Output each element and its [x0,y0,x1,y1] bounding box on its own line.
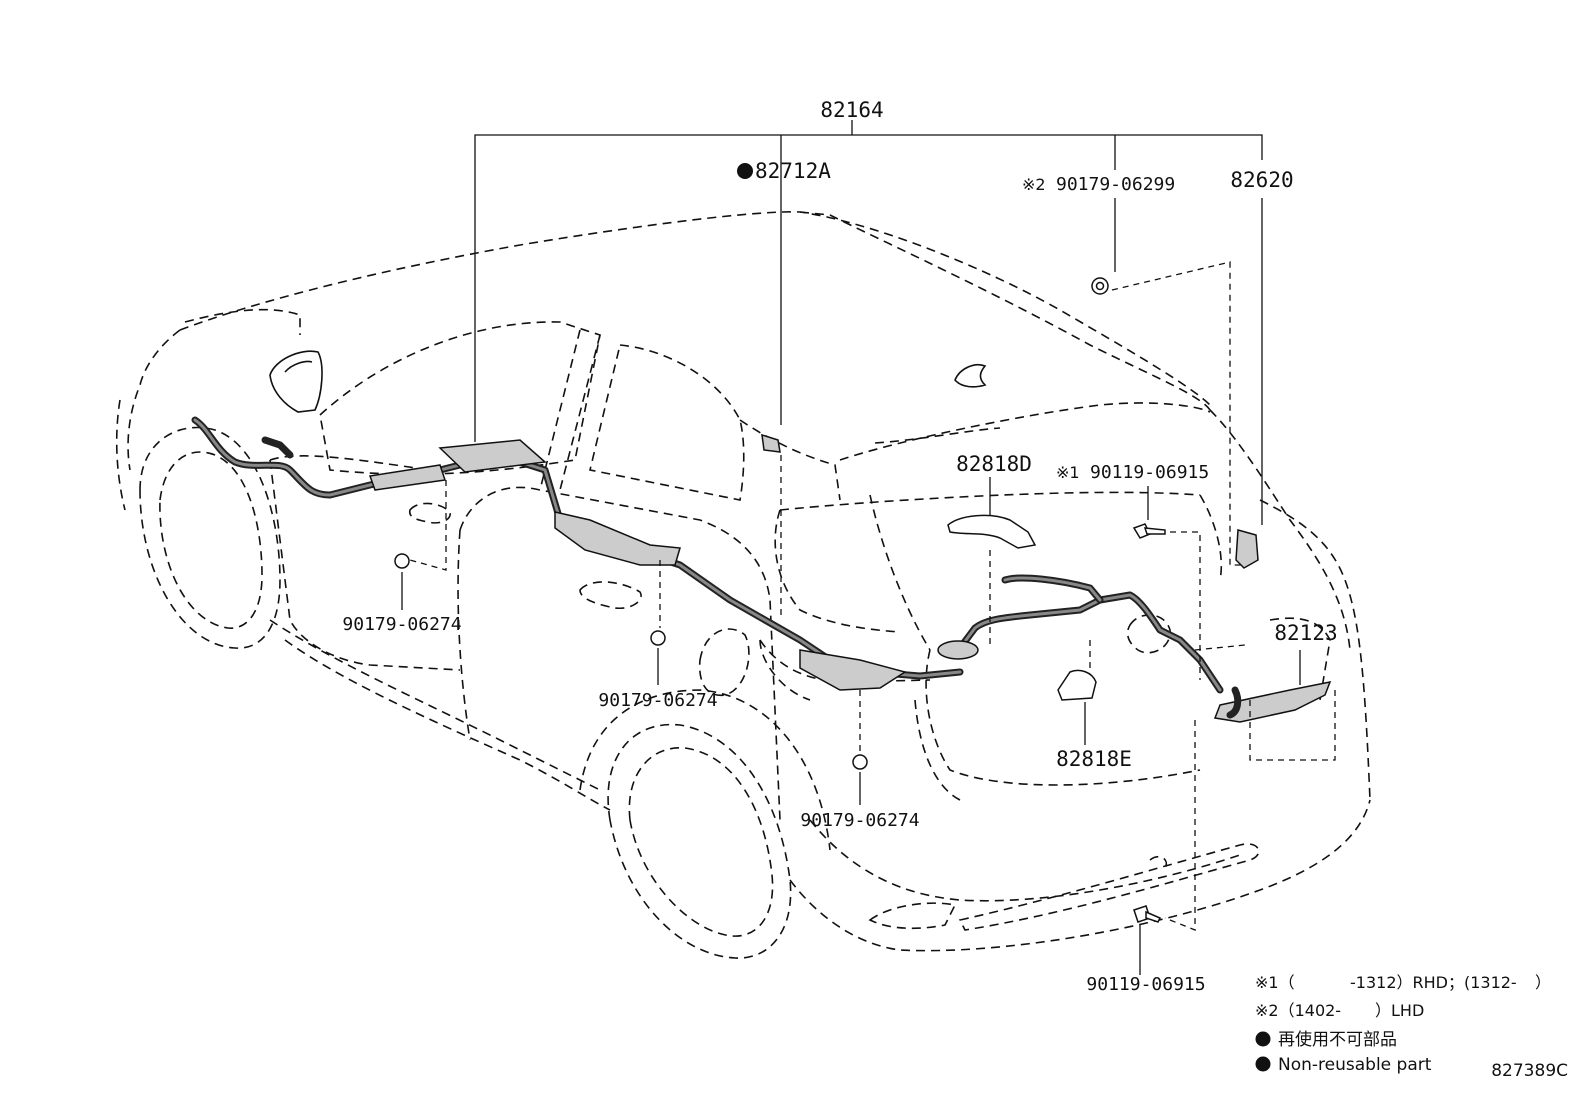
wiring-harness [191,416,1332,723]
marker-note1-90119-06915: ※1 [1056,463,1080,482]
marker-note2-90179-06299: ※2 [1022,175,1046,194]
legend-bullet-jp [1255,1031,1271,1047]
label-82164: 82164 [820,98,883,122]
label-90179-06274-middle: 90179-06274 [598,690,717,711]
legend-note2-open: ※2（1402- [1255,1001,1341,1020]
legend-note1-open: ※1（ [1255,973,1295,992]
legend-note2-close: ）LHD [1375,1001,1424,1020]
part-labels: 82164 82712A ※2 90179-06299 82620 82818D… [342,98,1337,995]
legend-nonreusable-jp: 再使用不可部品 [1278,1029,1397,1050]
fasteners [394,277,1259,923]
label-90179-06274-rear: 90179-06274 [800,810,919,831]
legend-note1-range: -1312）RHD；(1312- [1350,973,1517,992]
car-body-outline [115,211,1371,959]
label-90119-06915-upper: 90119-06915 [1090,462,1209,483]
figure-reference: 827389C [1491,1061,1568,1081]
legend: ※1（ -1312）RHD；(1312- ） ※2（1402- ）LHD 再使用… [1255,973,1568,1081]
nonreusable-bullet-82712A [737,163,753,179]
label-90179-06274-front: 90179-06274 [342,614,461,635]
label-82123: 82123 [1274,621,1337,645]
label-82712A: 82712A [755,159,831,183]
label-82818D: 82818D [956,452,1032,476]
legend-bullet-en [1255,1056,1271,1072]
legend-nonreusable-en: Non-reusable part [1278,1055,1432,1075]
legend-note1-close: ） [1535,973,1551,992]
label-90179-06299: 90179-06299 [1056,174,1175,195]
leader-lines [401,120,1336,975]
label-82818E: 82818E [1056,747,1132,771]
label-82620: 82620 [1230,168,1293,192]
label-90119-06915-lower: 90119-06915 [1086,974,1205,995]
